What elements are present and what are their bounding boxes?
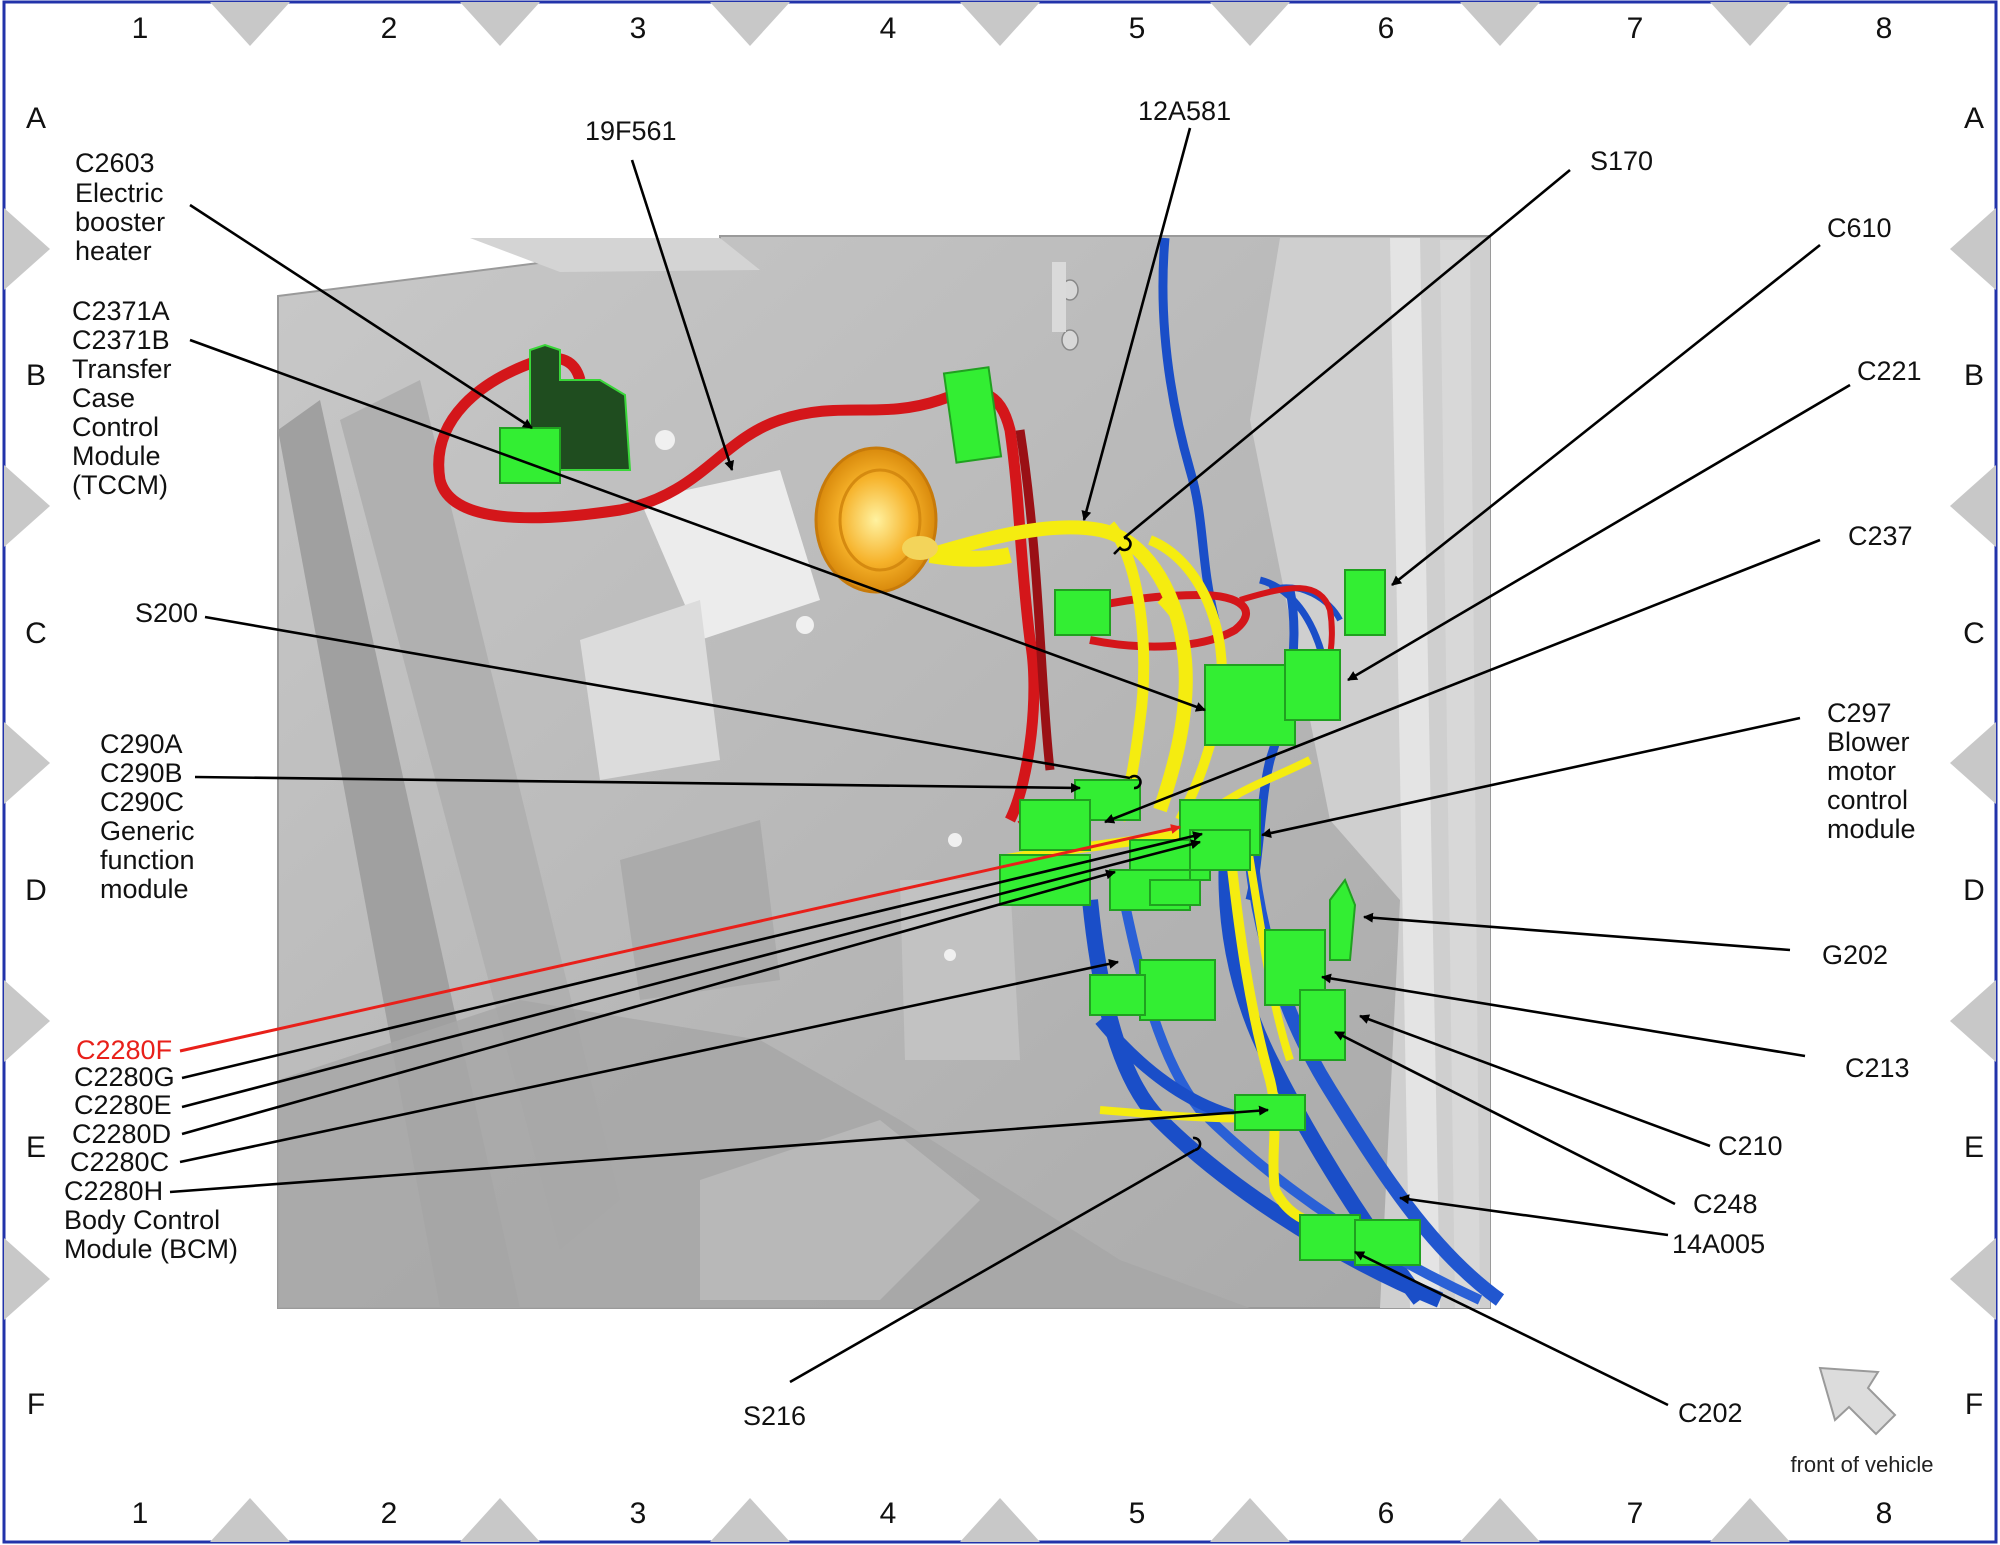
grid-col-top: 1 bbox=[132, 12, 149, 45]
grid-row-right: F bbox=[1965, 1388, 1983, 1421]
label-c610: C610 bbox=[1827, 213, 1892, 243]
pass-through-grommet bbox=[814, 446, 938, 594]
grid-col-bottom: 1 bbox=[132, 1497, 149, 1530]
body-panel bbox=[277, 235, 1491, 1309]
label-19f561: 19F561 bbox=[585, 116, 677, 146]
grid-col-bottom: 8 bbox=[1876, 1497, 1893, 1530]
label-12a581: 12A581 bbox=[1138, 96, 1231, 126]
grid-row-left: C bbox=[25, 617, 47, 650]
grid-rows-right: A B C D E F bbox=[1963, 102, 1985, 1421]
grid-col-bottom: 6 bbox=[1378, 1497, 1395, 1530]
grid-col-bottom: 4 bbox=[880, 1497, 897, 1530]
label-c2371-tccm: C2371A C2371B Transfer Case Control Modu… bbox=[72, 296, 179, 500]
grid-row-right: A bbox=[1964, 102, 1984, 135]
grid-row-left: E bbox=[26, 1131, 46, 1164]
label-c2280e: C2280E bbox=[74, 1090, 172, 1120]
label-c248: C248 bbox=[1693, 1189, 1758, 1219]
grid-row-right: C bbox=[1963, 617, 1985, 650]
grid-markers bbox=[4, 2, 1996, 1542]
label-c2280g: C2280G bbox=[74, 1062, 175, 1092]
label-c2280c: C2280C bbox=[70, 1147, 169, 1177]
label-c221: C221 bbox=[1857, 356, 1922, 386]
label-c2280h-bcm: C2280H Body Control Module (BCM) bbox=[64, 1176, 238, 1264]
grid-columns-bottom: 1 2 3 4 5 6 7 8 bbox=[132, 1497, 1893, 1530]
label-s216: S216 bbox=[743, 1401, 806, 1431]
grid-col-bottom: 7 bbox=[1627, 1497, 1644, 1530]
grid-col-top: 4 bbox=[880, 12, 897, 45]
label-14a005: 14A005 bbox=[1672, 1229, 1765, 1259]
grid-row-right: E bbox=[1964, 1131, 1984, 1164]
grid-col-bottom: 2 bbox=[381, 1497, 398, 1530]
callout-labels: C2603 Electric booster heater 19F561 12A… bbox=[64, 96, 1922, 1431]
grid-col-top: 5 bbox=[1129, 12, 1146, 45]
label-c2280f-highlighted: C2280F bbox=[76, 1035, 172, 1065]
grid-row-left: D bbox=[25, 874, 47, 907]
grid-col-bottom: 3 bbox=[630, 1497, 647, 1530]
grid-col-top: 7 bbox=[1627, 12, 1644, 45]
grid-rows-left: A B C D E F bbox=[25, 102, 47, 1421]
label-c210: C210 bbox=[1718, 1131, 1783, 1161]
grid-col-bottom: 5 bbox=[1129, 1497, 1146, 1530]
label-c290-gfm: C290A C290B C290C Generic function modul… bbox=[100, 729, 202, 904]
label-c237: C237 bbox=[1848, 521, 1913, 551]
grid-col-top: 2 bbox=[381, 12, 398, 45]
label-s200: S200 bbox=[135, 598, 198, 628]
front-of-vehicle-label: front of vehicle bbox=[1790, 1452, 1933, 1477]
grid-row-left: F bbox=[27, 1388, 45, 1421]
label-c297-blower: C297 Blower motor control module bbox=[1827, 698, 1917, 844]
label-c202: C202 bbox=[1678, 1398, 1743, 1428]
grid-col-top: 8 bbox=[1876, 12, 1893, 45]
label-c2280d: C2280D bbox=[72, 1119, 171, 1149]
label-c2603: C2603 Electric booster heater bbox=[75, 148, 173, 266]
label-g202: G202 bbox=[1822, 940, 1888, 970]
label-s170: S170 bbox=[1590, 146, 1653, 176]
grid-row-right: B bbox=[1964, 359, 1984, 392]
grid-row-left: A bbox=[26, 102, 46, 135]
grid-col-top: 3 bbox=[630, 12, 647, 45]
front-of-vehicle-arrow-icon bbox=[1818, 1366, 1897, 1436]
grid-row-left: B bbox=[26, 359, 46, 392]
grid-row-right: D bbox=[1963, 874, 1985, 907]
grid-col-top: 6 bbox=[1378, 12, 1395, 45]
label-c213: C213 bbox=[1845, 1053, 1910, 1083]
leader-lines bbox=[169, 127, 1851, 1407]
grid-columns-top: 1 2 3 4 5 6 7 8 bbox=[132, 12, 1893, 45]
